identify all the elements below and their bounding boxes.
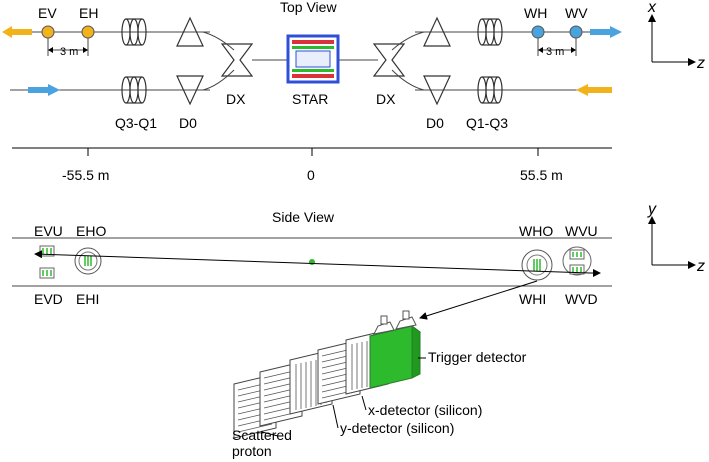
yellow-beam-arrow-right xyxy=(576,84,612,96)
quadrupole-left-lower xyxy=(121,76,147,104)
top-view-title: Top View xyxy=(280,0,337,15)
merge-left-upper xyxy=(202,31,235,51)
ev-vertical-pots xyxy=(39,245,55,279)
axis-z-label-top: z xyxy=(696,55,705,72)
pointer-x-detector xyxy=(361,395,367,411)
yellow-beam-arrow-left xyxy=(2,26,32,38)
evu-label: EVU xyxy=(34,223,63,239)
axis-x-label: x xyxy=(647,0,657,16)
eho-label: EHO xyxy=(76,223,106,239)
dx-right xyxy=(372,43,406,77)
merge-right-lower xyxy=(391,69,425,91)
scale-left-label: -55.5 m xyxy=(62,167,109,183)
ehi-label: EHI xyxy=(76,291,99,307)
y-detector-label: y-detector (silicon) xyxy=(340,420,454,436)
dimension-right xyxy=(537,38,577,56)
q-left-label: Q3-Q1 xyxy=(115,115,157,131)
whi-label: WHI xyxy=(519,291,546,307)
scale-right-label: 55.5 m xyxy=(520,167,563,183)
proton-label-line2: proton xyxy=(232,443,272,459)
side-view: Side View xyxy=(12,201,705,320)
d0-right-label: D0 xyxy=(426,115,444,131)
wv-station xyxy=(569,25,583,39)
eh-horizontal-pot xyxy=(74,247,102,275)
wv-label: WV xyxy=(565,5,588,21)
dimension-right-label: 3 m xyxy=(546,46,564,58)
axis-y-label: y xyxy=(647,201,657,218)
x-detector-label: x-detector (silicon) xyxy=(368,402,482,418)
blue-beam-arrow-right xyxy=(590,26,622,38)
merge-left-lower xyxy=(202,69,235,91)
quadrupole-right-upper xyxy=(477,18,503,46)
dimension-left xyxy=(47,38,89,56)
merge-right-upper xyxy=(391,31,425,51)
wvd-label: WVD xyxy=(565,291,598,307)
axis-z-label-side: z xyxy=(696,258,705,275)
dx-left-label: DX xyxy=(226,91,246,107)
blue-beam-arrow-left xyxy=(28,84,60,96)
wh-label: WH xyxy=(524,5,547,21)
wv-vertical-pots xyxy=(562,246,592,276)
proton-trajectory xyxy=(34,250,591,274)
dx-right-label: DX xyxy=(376,91,396,107)
top-view: Top View EV EH WH WV xyxy=(2,0,705,183)
interaction-point xyxy=(309,259,315,265)
d0-left-label: D0 xyxy=(179,115,197,131)
pmt-left xyxy=(373,315,395,335)
quadrupole-right-lower xyxy=(477,76,503,104)
quadrupole-left-upper xyxy=(121,18,147,46)
proton-label-line1: Scattered xyxy=(232,427,292,443)
pmt-right xyxy=(395,310,417,330)
wh-horizontal-pot xyxy=(521,249,553,281)
evd-label: EVD xyxy=(34,291,63,307)
star-detector xyxy=(286,34,340,84)
side-view-title: Side View xyxy=(272,209,335,225)
d0-right-lower xyxy=(423,75,451,106)
d0-left-lower xyxy=(176,75,204,106)
scale-center-label: 0 xyxy=(307,167,315,183)
ev-station xyxy=(41,25,55,39)
detector-package: Trigger detector x-detector (silicon) y-… xyxy=(232,310,527,459)
pointer-proton xyxy=(261,431,279,437)
star-label: STAR xyxy=(292,91,328,107)
d0-left-upper xyxy=(176,16,204,47)
eh-label: EH xyxy=(79,5,98,21)
dimension-left-label: 3 m xyxy=(60,46,78,58)
d0-right-upper xyxy=(423,16,451,47)
axes-top xyxy=(648,14,696,66)
q-right-label: Q1-Q3 xyxy=(466,115,508,131)
zoom-arrow xyxy=(419,280,538,320)
wvu-label: WVU xyxy=(565,223,598,239)
eh-station xyxy=(81,25,95,39)
ev-label: EV xyxy=(38,5,57,21)
who-label: WHO xyxy=(519,223,553,239)
wh-station xyxy=(531,25,545,39)
axes-side xyxy=(648,216,696,269)
trigger-detector-label: Trigger detector xyxy=(428,349,527,365)
dx-left xyxy=(220,43,254,77)
trigger-scintillator xyxy=(368,325,422,389)
pointer-y-detector xyxy=(332,404,339,429)
